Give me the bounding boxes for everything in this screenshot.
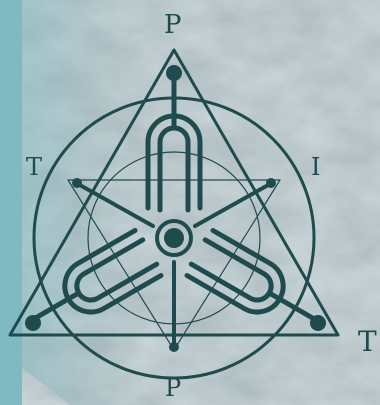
node-lower-right bbox=[310, 315, 326, 331]
rod-upper-right bbox=[195, 184, 270, 226]
label-top: P bbox=[164, 12, 182, 38]
label-upper-left: T bbox=[26, 155, 42, 179]
label-lower-right: T bbox=[358, 328, 377, 356]
rod-upper-left bbox=[78, 184, 153, 226]
label-upper-right: I bbox=[311, 155, 320, 179]
node-top bbox=[166, 65, 182, 81]
node-lower-left bbox=[25, 315, 41, 331]
node-bottom bbox=[169, 342, 179, 352]
node-upper-right bbox=[266, 178, 276, 188]
center-hub-dot bbox=[164, 228, 184, 248]
label-bottom: P bbox=[165, 376, 181, 400]
fork-top bbox=[148, 75, 200, 210]
node-upper-left bbox=[72, 178, 82, 188]
